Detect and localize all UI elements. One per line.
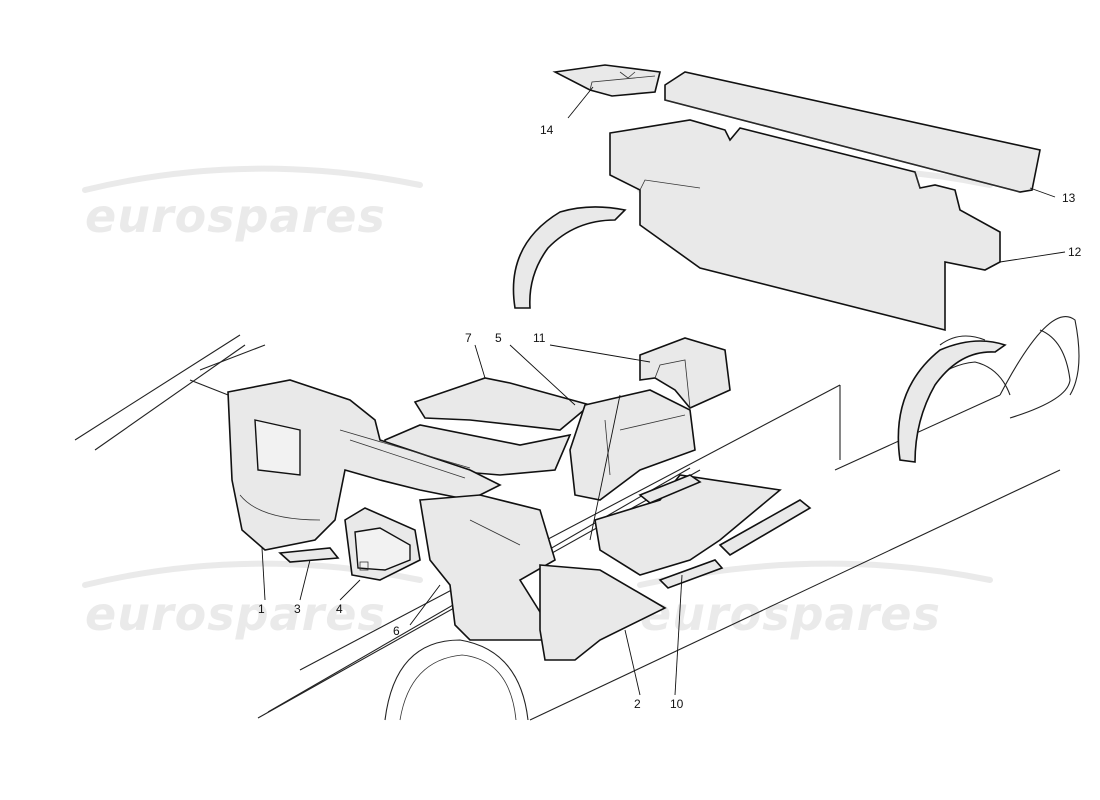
callout-2: 2	[634, 697, 641, 711]
callout-14: 14	[540, 123, 554, 137]
part-11-tunnel-pad	[639, 337, 731, 409]
callout-10: 6	[393, 624, 400, 638]
part-6-rear-floor-pad	[594, 474, 812, 589]
watermark-text: eurospares	[85, 587, 386, 641]
rear-wheel-arch-pad-left	[512, 206, 627, 309]
part-3-sill-strip	[278, 547, 340, 563]
callout-7: 7	[465, 331, 472, 345]
callout-11: 11	[533, 331, 546, 345]
callout-5: 5	[495, 331, 502, 345]
part-14-flap-pad	[552, 64, 661, 97]
watermark-top-left: eurospares	[82, 165, 423, 243]
part-1-dash-firewall-pad	[227, 379, 502, 551]
part-2-floor-pad	[539, 564, 667, 661]
leader-lines	[261, 86, 1066, 696]
callout-1: 1	[258, 602, 265, 616]
part-4-kick-panel-pad	[344, 507, 421, 581]
watermark-text: eurospares	[85, 189, 386, 243]
part-12-rear-shelf-panel	[664, 71, 1041, 193]
part-13-rear-bulkhead-pad	[609, 119, 1001, 332]
rear-wheel-arch-pad-right	[897, 340, 1007, 463]
callout-labels: 14 13 12 7 5 11 1 3 4 6 2 10	[258, 123, 1082, 711]
part-5-tunnel-cover-pad	[569, 389, 696, 501]
callout-6: 10	[670, 697, 684, 711]
part-10-front-footwell-pad	[419, 494, 556, 641]
callout-13: 12	[1068, 245, 1082, 259]
watermark-text: eurospares	[640, 587, 941, 641]
callout-12: 13	[1062, 191, 1076, 205]
watermark-bottom-left: eurospares	[82, 560, 423, 641]
callout-4: 4	[336, 602, 343, 616]
watermark-bottom-right: eurospares	[637, 560, 993, 641]
callout-3: 3	[294, 602, 301, 616]
